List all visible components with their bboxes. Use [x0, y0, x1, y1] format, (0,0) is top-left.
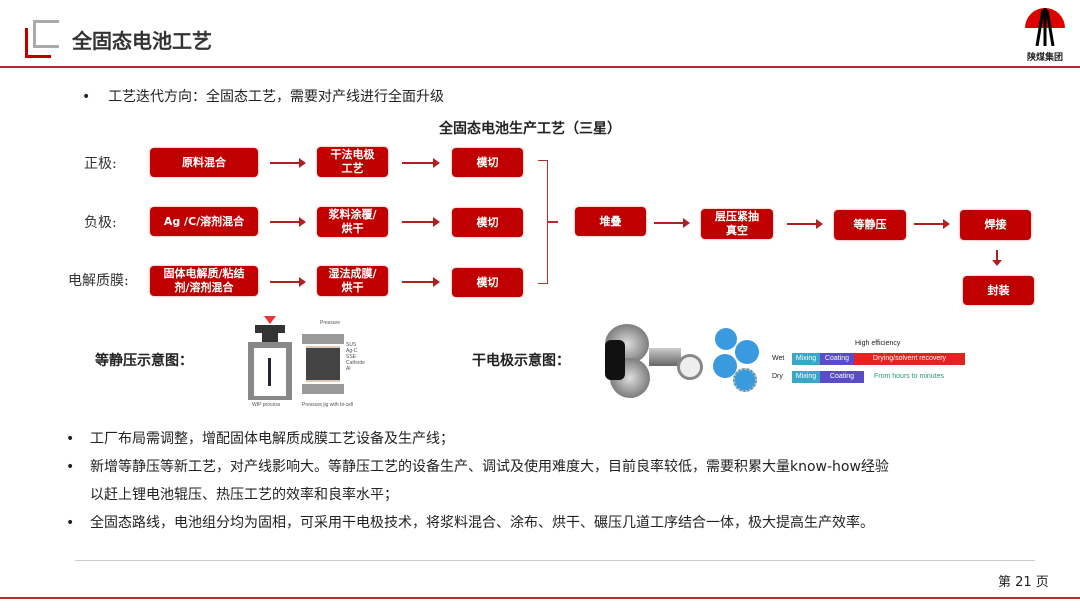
arrow-icon	[402, 277, 440, 287]
arrow-icon	[270, 217, 306, 227]
arrow-icon	[402, 217, 440, 227]
step-box: 等静压	[834, 210, 906, 240]
step-box: 湿法成膜/烘干	[317, 266, 388, 296]
row-label-cathode: 正极:	[84, 156, 117, 172]
step-box: 层压紧抽真空	[701, 209, 773, 239]
step-box: 固体电解质/粘结剂/溶剂混合	[150, 266, 258, 296]
company-logo: 陕煤集团	[1018, 2, 1072, 63]
dry-electrode-diagram	[605, 320, 765, 402]
step-box: Ag /C/溶剂混合	[150, 207, 258, 236]
step-box: 原料混合	[150, 148, 258, 177]
arrow-icon	[270, 277, 306, 287]
row-label-anode: 负极:	[84, 215, 117, 231]
iso-caption: 等静压示意图：	[95, 353, 193, 369]
bullet-item-continuation: 以赶上锂电池辊压、热压工艺的效率和良率水平；	[90, 487, 398, 503]
page-title: 全固态电池工艺	[72, 29, 212, 53]
step-box: 模切	[452, 208, 523, 237]
page-number: 第 21 页	[998, 575, 1049, 590]
logo-emblem-icon	[1025, 8, 1065, 47]
bullet-item: •工厂布局需调整，增配固体电解质成膜工艺设备及生产线；	[66, 431, 454, 447]
arrow-icon	[654, 218, 690, 228]
step-box: 浆料涂覆/烘干	[317, 207, 388, 237]
arrow-down-icon	[992, 250, 1002, 266]
arrow-icon	[402, 158, 440, 168]
step-box: 堆叠	[575, 207, 646, 236]
header-bracket-icon	[25, 20, 59, 58]
bullet-item: •新增等静压等新工艺，对产线影响大。等静压工艺的设备生产、调试及使用难度大，目前…	[66, 459, 889, 475]
footer-divider	[75, 560, 1035, 561]
merge-bracket	[538, 160, 548, 284]
step-box: 模切	[452, 148, 523, 177]
step-box: 模切	[452, 268, 523, 297]
merge-bracket-tick	[548, 221, 558, 223]
bottom-bar	[0, 597, 1080, 599]
dry-caption: 干电极示意图：	[472, 353, 570, 369]
intro-bullet: • 工艺迭代方向：全固态工艺，需要对产线进行全面升级	[82, 89, 445, 105]
step-box: 焊接	[960, 210, 1031, 240]
step-box: 封装	[963, 276, 1034, 305]
header-divider	[0, 66, 1080, 68]
bullet-item: •全固态路线，电池组分均为固相，可采用干电极技术，将浆料混合、涂布、烘干、碾压几…	[66, 515, 874, 531]
arrow-icon	[914, 219, 950, 229]
arrow-icon	[787, 219, 823, 229]
step-box: 干法电极工艺	[317, 147, 388, 177]
flow-title: 全固态电池生产工艺（三星）	[439, 121, 621, 137]
row-label-electrolyte: 电解质膜:	[68, 273, 129, 289]
arrow-icon	[270, 158, 306, 168]
